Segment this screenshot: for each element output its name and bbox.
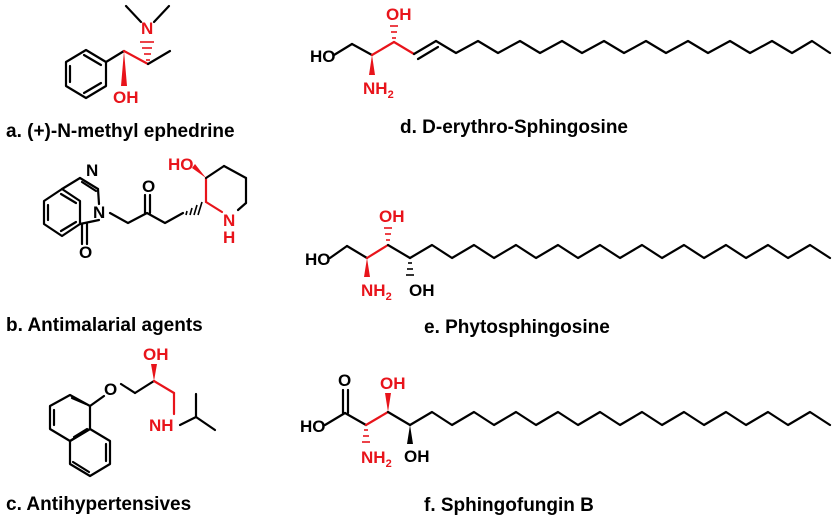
bond-highlight [370,40,396,57]
linker-chain [108,211,185,225]
caption-c: c. Antihypertensives [6,494,191,515]
atom-label-o-ether: O [104,380,117,399]
double-bond [416,45,440,61]
structure-d-sphingosine: HO NH2 OH [310,5,832,101]
bond-n-isopropyl [178,415,198,427]
bond [332,42,354,57]
atom-label-o-ketone: O [142,177,155,196]
structure-a-n-methyl-ephedrine: OH N [64,4,172,107]
hash-bond-to-n [140,41,154,61]
caption-e: e. Phytosphingosine [424,317,610,338]
bond-highlight [365,243,390,260]
atom-label-ho: HO [168,155,194,174]
atom-label-oh: OH [379,207,405,226]
bond [350,42,374,57]
bond-methyl [146,49,172,66]
atom-label-o-carbonyl: O [79,243,92,262]
atom-label-oh: OH [143,345,169,364]
phenyl-ring [64,48,108,100]
wedge-bond-oh [121,51,127,86]
bond-n-methyl [124,4,143,24]
alkyl-chain [408,410,832,427]
structure-b-antimalarial: N N O O HO N H [42,155,248,262]
hash-bond-oh-upper [384,227,392,241]
alkyl-chain [408,243,832,260]
atom-label-oh: OH [386,5,412,24]
caption-f: f. Sphingofungin B [424,495,594,516]
bond [386,243,412,260]
atom-label-n-amide: N [93,203,105,222]
bond-o-ch2 [119,382,137,395]
hash-bond-oh-lower [406,262,414,276]
atom-label-nh2: NH2 [361,448,392,470]
wedge-bond-nh2 [369,55,375,75]
atom-label-n-ring: N [86,161,98,180]
bond-highlight [152,379,176,395]
bond [323,411,347,427]
hash-bond-oh [390,25,398,39]
atom-label-o-carbonyl: O [338,371,351,390]
bond-n-methyl [152,4,171,24]
bond-isopropyl [194,415,217,432]
wedge-bond-nh2 [364,258,370,277]
atom-label-nh2: NH2 [361,281,392,303]
double-bond [412,39,438,56]
alkyl-chain [434,39,832,55]
wedge-bond-oh-lower [407,425,413,444]
bond-highlight [122,49,150,66]
bond [328,244,349,260]
quinazolinone-core [42,176,101,246]
atom-label-oh: OH [404,447,430,466]
atom-label-n-piperidine: N [223,211,235,230]
atom-label-oh: OH [380,374,406,393]
structure-f-sphingofungin-b: O HO NH2 OH OH [300,371,832,470]
piperidine-ring [204,164,248,214]
atom-label-nh2: NH2 [363,79,394,101]
atom-label-ho-acid: HO [300,417,326,436]
bond [386,410,412,427]
caption-a: a. (+)-N-methyl ephedrine [6,121,235,142]
atom-label-oh: OH [409,281,435,300]
caption-d: d. D-erythro-Sphingosine [400,117,628,138]
structure-e-phytosphingosine: HO NH2 OH OH [305,207,832,303]
bond-highlight [392,40,416,56]
atom-label-n: N [141,19,153,38]
bond [345,244,369,260]
hash-bond-piperidine [185,201,203,216]
atom-label-h: H [223,228,235,247]
bond-highlight [364,410,390,427]
naphthalene-core [48,393,112,478]
bond [104,49,126,64]
atom-label-ho: HO [310,47,336,66]
wedge-bond-oh [385,393,391,412]
bond [343,411,368,427]
wedge-bond-oh [151,364,157,381]
caption-b: b. Antimalarial agents [6,315,203,336]
atom-label-ho: HO [305,250,331,269]
bond-aryl-o [88,394,106,408]
atom-label-nh: NH [149,416,174,435]
hash-bond-nh2 [362,429,370,443]
atom-label-oh: OH [113,88,139,107]
structure-c-antihypertensive: O OH NH [48,345,217,478]
wedge-bond-oh [192,164,206,178]
bond-ch2 [133,379,156,395]
